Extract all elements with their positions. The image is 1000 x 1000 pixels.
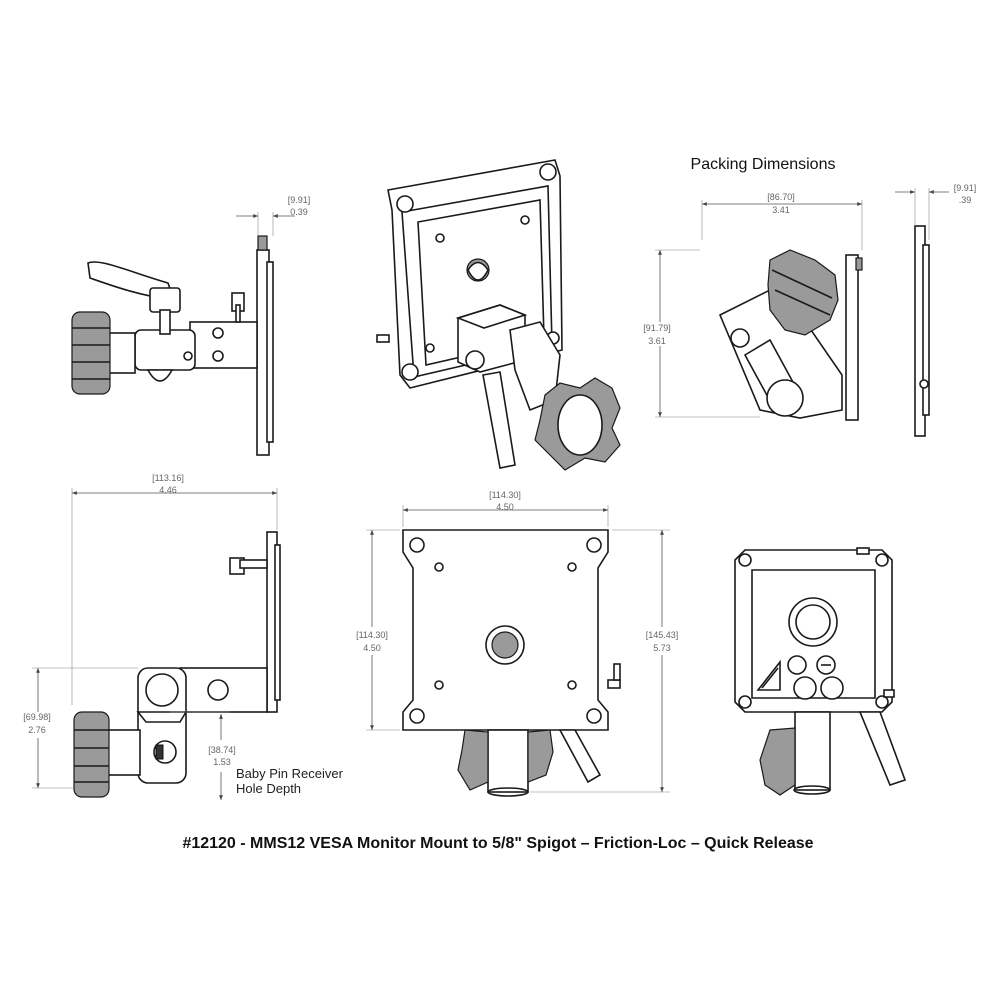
pin-hole-depth-mm: [38.74] <box>208 745 236 755</box>
overall-height-dimension: [69.98] 2.76 <box>14 667 138 789</box>
front-width-mm: [114.30] <box>489 490 521 500</box>
overall-depth-dimension: [113.16] 4.46 <box>71 473 278 705</box>
front-vesa-mm: [114.30] <box>356 630 388 640</box>
isometric-view-drawing <box>376 159 621 471</box>
back-view-drawing <box>734 547 907 796</box>
front-width-in: 4.50 <box>496 502 514 512</box>
side-thickness-mm: [9.91] <box>288 195 311 205</box>
packing-height-mm: [91.79] <box>643 323 671 333</box>
packing-height-dimension: [91.79] 3.61 <box>637 249 760 418</box>
packing-dimensions-heading: Packing Dimensions <box>691 156 836 173</box>
side-thickness-in: 0.39 <box>290 207 308 217</box>
overall-depth-mm: [113.16] <box>152 473 184 483</box>
packing-width-mm: [86.70] <box>767 192 795 202</box>
packing-width-dimension: [86.70] 3.41 <box>701 192 863 250</box>
front-width-dimension: [114.30] 4.50 <box>402 490 609 527</box>
product-caption: #12120 - MMS12 VESA Monitor Mount to 5/8… <box>182 835 813 852</box>
dimensioned-side-view-drawing <box>73 531 281 798</box>
front-height-in: 5.73 <box>653 643 671 653</box>
side-view-thickness-dimension: [9.91] 0.39 <box>236 195 310 236</box>
packing-depth-mm: [9.91] <box>954 183 977 193</box>
front-vesa-dimension: [114.30] 4.50 <box>348 529 400 731</box>
packing-side-view-drawing <box>914 225 930 437</box>
packing-height-in: 3.61 <box>648 336 666 346</box>
packing-depth-dimension: [9.91] .39 <box>895 183 976 240</box>
pin-hole-depth-dimension: [38.74] 1.53 Baby Pin Receiver Hole Dept… <box>170 711 344 800</box>
front-height-dimension: [145.43] 5.73 <box>530 529 686 793</box>
packing-dimensions-group: Packing Dimensions <box>691 156 863 421</box>
baby-pin-note-line2: Hole Depth <box>236 781 301 796</box>
baby-pin-note-line1: Baby Pin Receiver <box>236 766 344 781</box>
packing-depth-in: .39 <box>959 195 972 205</box>
front-height-mm: [145.43] <box>646 630 679 640</box>
side-view-drawing <box>71 235 274 456</box>
packing-width-in: 3.41 <box>772 205 790 215</box>
pin-hole-depth-in: 1.53 <box>213 757 231 767</box>
overall-depth-in: 4.46 <box>159 485 177 495</box>
overall-height-mm: [69.98] <box>23 712 51 722</box>
overall-height-in: 2.76 <box>28 725 46 735</box>
front-vesa-in: 4.50 <box>363 643 381 653</box>
front-view-drawing <box>402 529 621 797</box>
